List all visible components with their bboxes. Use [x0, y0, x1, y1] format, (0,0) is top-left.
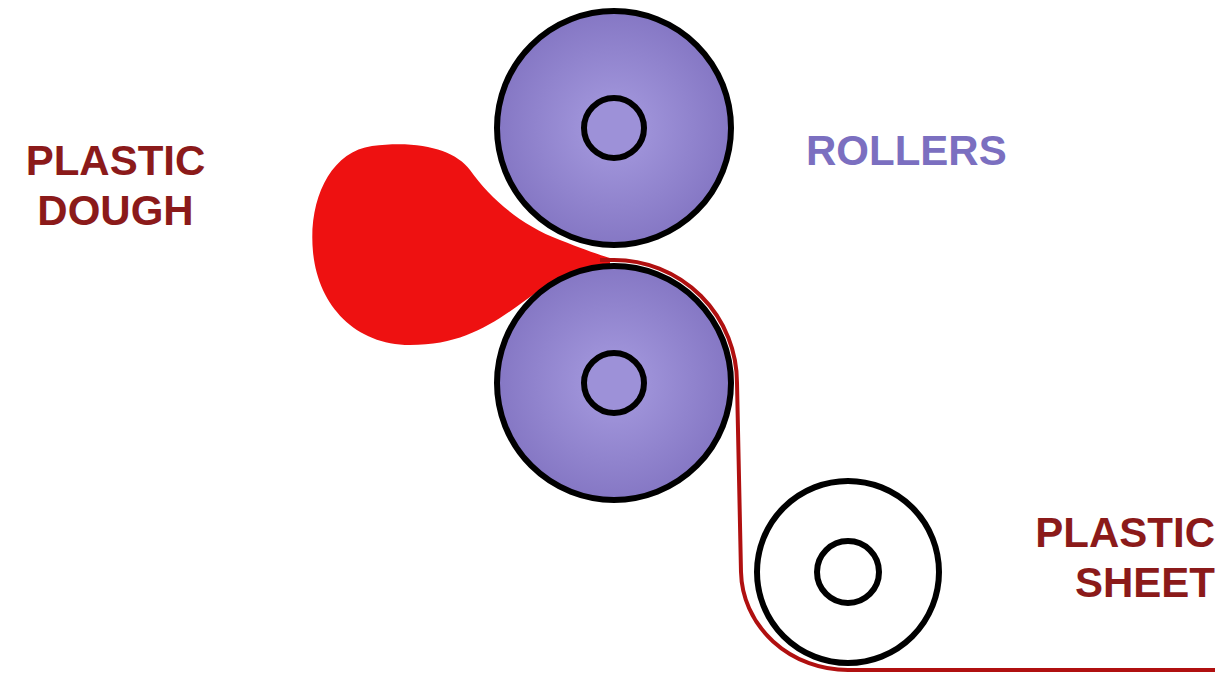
- roller-axle: [584, 353, 644, 413]
- plastic-sheet: [600, 260, 1215, 670]
- take-up-roller: [757, 481, 939, 663]
- upper-roller: [497, 11, 731, 245]
- roller-axle: [817, 541, 879, 603]
- part-label: ROLLERS: [806, 126, 1066, 176]
- roller-axle: [584, 98, 644, 158]
- lower-roller: [497, 266, 731, 500]
- material-label: PLASTIC DOUGH: [8, 136, 223, 235]
- product-label: PLASTIC SHEET: [1000, 508, 1215, 607]
